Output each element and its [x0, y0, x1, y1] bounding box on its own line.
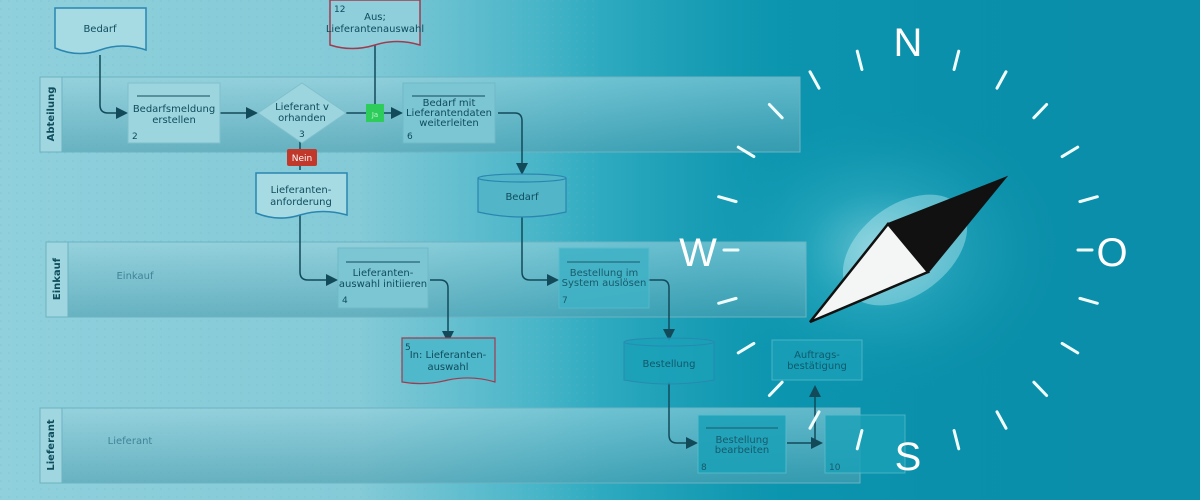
svg-text:In: Lieferanten-: In: Lieferanten-: [410, 350, 487, 361]
compass-needle: [809, 175, 1009, 324]
svg-text:Ja: Ja: [371, 111, 378, 119]
compass-tick: [1032, 102, 1049, 120]
compass-tick: [1060, 341, 1080, 355]
compass-tick: [995, 410, 1008, 430]
process-bedarfsmeldung-erstellen: Bedarfsmeldung erstellen 2: [127, 82, 221, 144]
compass-tick: [1078, 296, 1099, 305]
svg-text:Bedarf: Bedarf: [83, 24, 117, 35]
compass-tick: [767, 380, 784, 398]
process-bedarf-weiterleiten: Bedarf mit Lieferantendaten weiterleiten…: [402, 82, 496, 144]
svg-text:8: 8: [701, 463, 707, 473]
svg-text:7: 7: [562, 296, 568, 306]
document-auftragsbestaetigung: Auftrags- bestätigung: [771, 339, 863, 381]
svg-text:Aus;: Aus;: [364, 12, 386, 23]
process-bestellung-ausloesen: Bestellung im System auslösen 7: [558, 247, 650, 309]
compass-tick: [1032, 380, 1049, 398]
process-bestellung-bearbeiten: Bestellung bearbeiten 8: [697, 414, 787, 474]
svg-text:12: 12: [334, 5, 345, 15]
document-lieferantenanforderung: Lieferanten- anforderung: [255, 172, 348, 219]
document-aus-lieferantenauswahl: 12 Aus; Lieferantenauswahl: [326, 0, 424, 50]
svg-text:Abteilung: Abteilung: [46, 87, 57, 142]
compass-west: W: [679, 231, 717, 275]
document-in-lieferantenauswahl: 5 In: Lieferanten- auswahl: [401, 337, 496, 385]
compass-tick: [952, 429, 961, 451]
svg-text:weiterleiten: weiterleiten: [419, 118, 478, 129]
svg-text:bearbeiten: bearbeiten: [715, 445, 769, 456]
connectors: [99, 45, 823, 449]
svg-text:2: 2: [132, 132, 138, 142]
svg-text:Einkauf: Einkauf: [116, 271, 154, 282]
process-lieferantenauswahl-initiieren: Lieferanten- auswahl initiieren 4: [337, 247, 429, 309]
svg-text:10: 10: [829, 463, 841, 473]
svg-text:System auslösen: System auslösen: [562, 278, 647, 289]
svg-text:Lieferantendaten: Lieferantendaten: [406, 108, 492, 119]
svg-text:Nein: Nein: [292, 154, 312, 164]
compass-south: S: [895, 435, 922, 479]
svg-text:auswahl: auswahl: [427, 362, 468, 373]
svg-text:4: 4: [342, 296, 348, 306]
svg-text:orhanden: orhanden: [278, 113, 326, 124]
svg-text:Lieferant v: Lieferant v: [275, 102, 329, 113]
svg-text:Lieferanten-: Lieferanten-: [271, 185, 332, 196]
svg-text:Lieferanten-: Lieferanten-: [353, 268, 414, 279]
svg-text:Bestellung: Bestellung: [716, 435, 769, 446]
compass-east: O: [1096, 231, 1127, 275]
database-bestellung: Bestellung: [623, 337, 715, 385]
compass-tick: [736, 341, 756, 355]
svg-text:5: 5: [405, 343, 411, 353]
decision-lieferant-vorhanden: Lieferant v orhanden 3: [257, 82, 347, 144]
svg-text:Bestellung im: Bestellung im: [570, 268, 639, 279]
svg-text:Einkauf: Einkauf: [52, 257, 63, 300]
process-step-10: 10: [824, 414, 906, 474]
document-bedarf: Bedarf: [54, 7, 147, 55]
svg-text:Bedarf mit: Bedarf mit: [423, 98, 476, 109]
svg-text:erstellen: erstellen: [152, 115, 196, 126]
database-bedarf: Bedarf: [477, 173, 567, 218]
compass-tick: [855, 49, 864, 71]
svg-text:bestätigung: bestätigung: [787, 361, 847, 372]
compass-tick: [995, 70, 1008, 90]
compass-tick: [1060, 145, 1080, 159]
svg-text:3: 3: [299, 130, 305, 140]
svg-text:Lieferant: Lieferant: [108, 436, 153, 447]
compass-tick: [717, 195, 738, 204]
compass-tick: [1078, 195, 1099, 204]
svg-text:auswahl initiieren: auswahl initiieren: [339, 279, 427, 290]
svg-text:anforderung: anforderung: [270, 197, 332, 208]
svg-text:Bedarf: Bedarf: [505, 192, 539, 203]
svg-text:Auftrags-: Auftrags-: [794, 350, 840, 361]
yes-badge: Ja: [366, 104, 384, 122]
compass-tick: [808, 70, 821, 90]
svg-text:Bestellung: Bestellung: [643, 359, 696, 370]
svg-text:Lieferantenauswahl: Lieferantenauswahl: [326, 24, 424, 35]
svg-text:Bedarfsmeldung: Bedarfsmeldung: [133, 104, 215, 115]
no-badge: Nein: [287, 149, 317, 166]
compass-tick: [952, 49, 961, 71]
svg-text:6: 6: [407, 132, 413, 142]
svg-text:Lieferant: Lieferant: [46, 419, 57, 471]
compass-north: N: [894, 21, 923, 65]
